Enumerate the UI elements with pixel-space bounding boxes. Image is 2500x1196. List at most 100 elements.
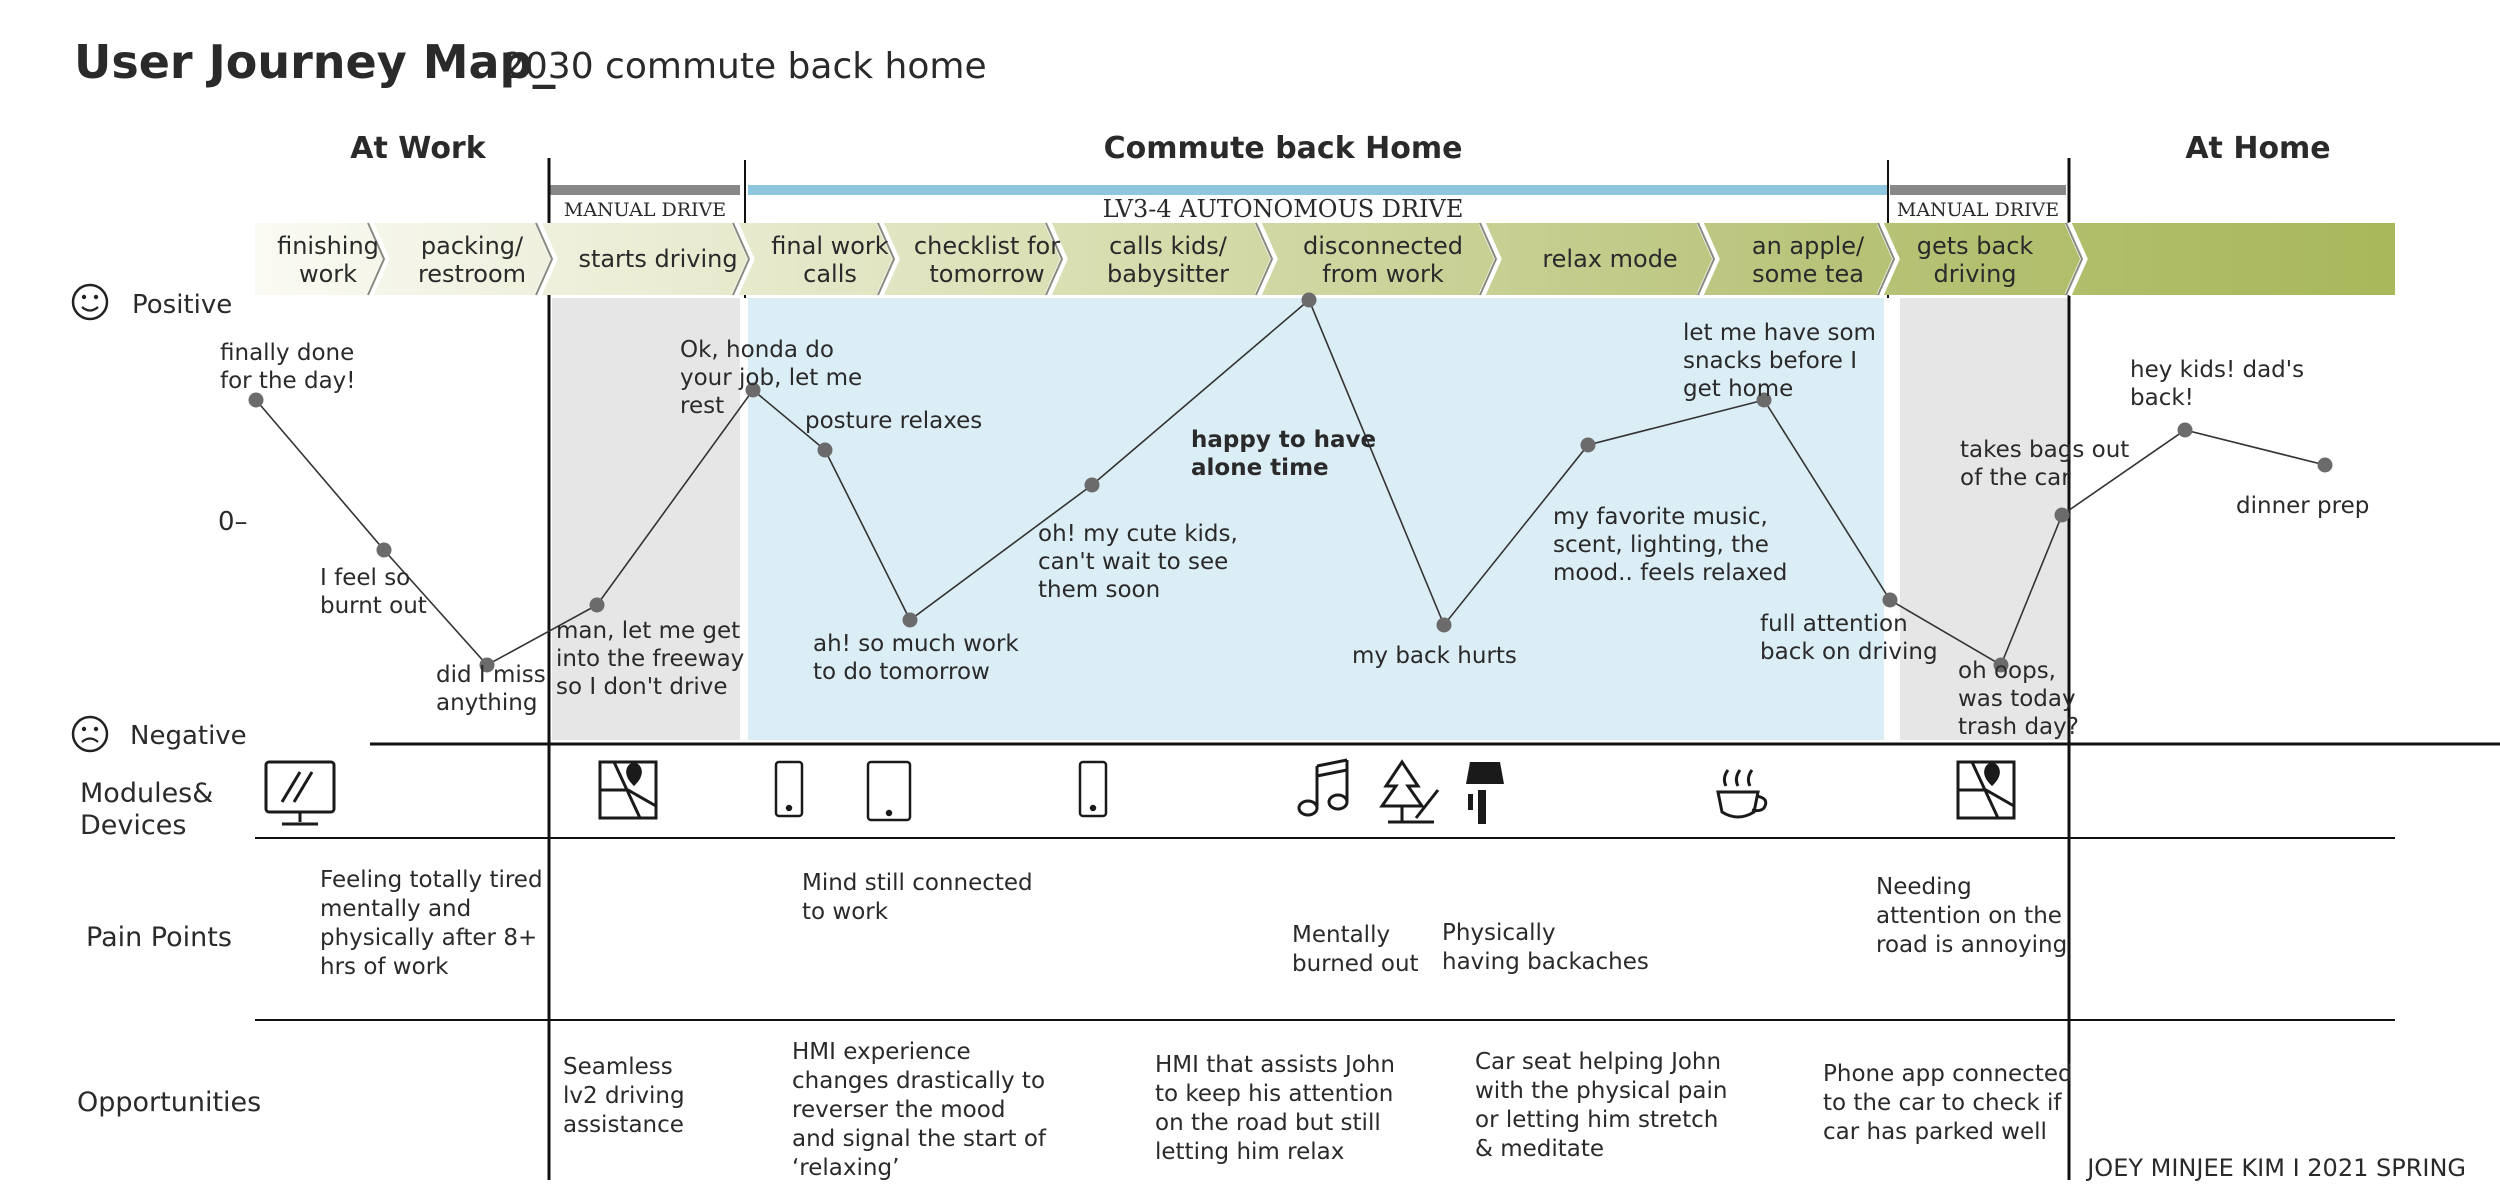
manual-drive-zone-1 [552, 298, 740, 740]
step-chevron [1696, 221, 1720, 297]
manual-drive-label-2: MANUAL DRIVE [1897, 199, 2059, 221]
step-chevron-edge [2065, 222, 2084, 296]
positive-indicator: Positive [71, 283, 232, 321]
step-chevron [876, 221, 900, 297]
emotion-point-2 [376, 542, 392, 558]
phase-commute: Commute back Home [1104, 131, 1463, 166]
row-label-modules: Modules& [80, 778, 213, 809]
emotion-point-3 [479, 657, 495, 673]
step-label-6: calls kids/babysitter [1107, 232, 1229, 288]
manual-drive-bar-2 [1890, 185, 2066, 195]
emotion-point-12 [1756, 392, 1772, 408]
row-label-pain-points: Pain Points [86, 922, 232, 953]
lamp-icon [1466, 762, 1504, 824]
positive-label: Positive [132, 290, 232, 320]
step-label-3: starts driving [578, 245, 737, 273]
emotion-point-11 [1580, 437, 1596, 453]
step-label-2: packing/restroom [418, 232, 526, 288]
step-chevron-edge [732, 222, 751, 296]
phone-icon [774, 760, 804, 818]
step-chevron-edge [1877, 222, 1896, 296]
emotion-label-10: my back hurts [1352, 643, 1517, 669]
step-chevron-edge [1479, 222, 1498, 296]
frowny-icon [71, 715, 109, 753]
tablet-icon [866, 760, 912, 822]
emotion-point-1 [248, 392, 264, 408]
autonomous-drive-bar [748, 185, 1888, 195]
phone-icon [1078, 760, 1108, 818]
zero-label: 0– [218, 507, 248, 537]
autonomous-drive-label: LV3-4 AUTONOMOUS DRIVE [1103, 195, 1464, 223]
emotion-label-17: dinner prep [2236, 493, 2369, 519]
manual-drive-zone-2 [1900, 298, 2068, 740]
row-label-devices: Devices [80, 810, 186, 841]
step-chevron-edge [1045, 222, 1064, 296]
map-icon [598, 760, 658, 820]
step-chevron [1478, 221, 1502, 297]
row-label-opportunities: Opportunities [77, 1087, 261, 1118]
emotion-point-17 [2317, 457, 2333, 473]
emotion-point-8 [1084, 477, 1100, 493]
step-chevron [366, 221, 390, 297]
step-label-8: relax mode [1542, 245, 1677, 273]
negative-indicator: Negative [71, 715, 247, 753]
negative-label: Negative [130, 721, 247, 751]
emotion-label-6: posture relaxes [805, 408, 982, 434]
map-icon [1956, 760, 2016, 820]
step-chevron [1254, 221, 1278, 297]
tea-cup-icon [1716, 769, 1768, 819]
emotion-point-6 [817, 442, 833, 458]
page-subtitle: 2030 commute back home [502, 46, 987, 87]
step-label-9: an apple/some tea [1752, 232, 1865, 288]
step-chevron [731, 221, 755, 297]
emotion-point-5 [745, 382, 761, 398]
emotion-point-4 [589, 597, 605, 613]
phase-at-work: At Work [350, 131, 486, 166]
manual-drive-bar-1 [550, 185, 740, 195]
step-chevron [1876, 221, 1900, 297]
step-chevron-edge [1697, 222, 1716, 296]
emotion-point-15 [2054, 507, 2070, 523]
smiley-icon [71, 283, 109, 321]
emotion-point-14 [1993, 657, 2009, 673]
tree-icon [1379, 759, 1440, 824]
step-chevrons [366, 221, 2088, 297]
emotion-point-10 [1436, 617, 1452, 633]
manual-drive-label-1: MANUAL DRIVE [564, 199, 726, 221]
emotion-point-7 [902, 612, 918, 628]
step-chevron-edge [877, 222, 896, 296]
emotion-point-9 [1301, 292, 1317, 308]
step-chevron [2064, 221, 2088, 297]
step-chevron [1044, 221, 1068, 297]
music-icon [1297, 758, 1349, 817]
footer-credit: JOEY MINJEE KIM I 2021 SPRING [2085, 1154, 2466, 1182]
